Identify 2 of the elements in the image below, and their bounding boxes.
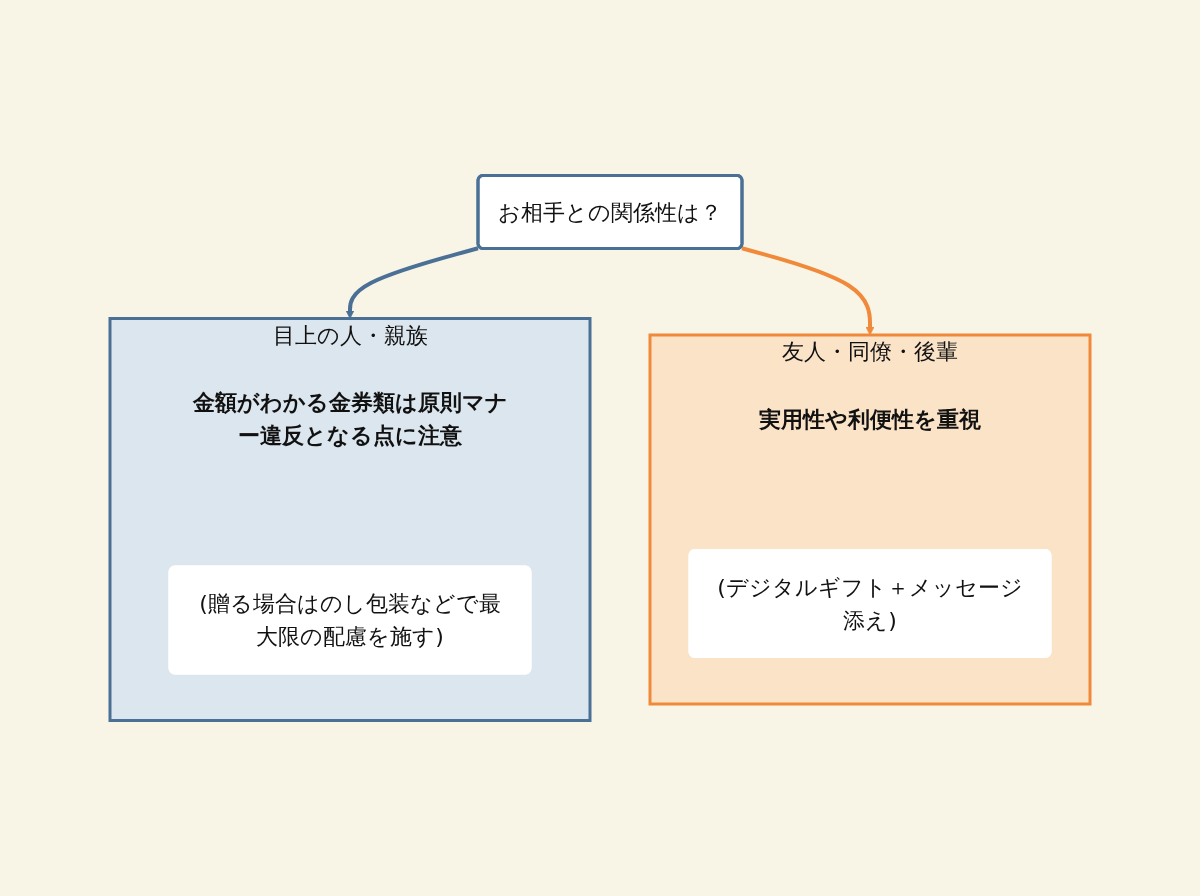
arrow — [741, 246, 875, 336]
arrow — [345, 246, 479, 319]
